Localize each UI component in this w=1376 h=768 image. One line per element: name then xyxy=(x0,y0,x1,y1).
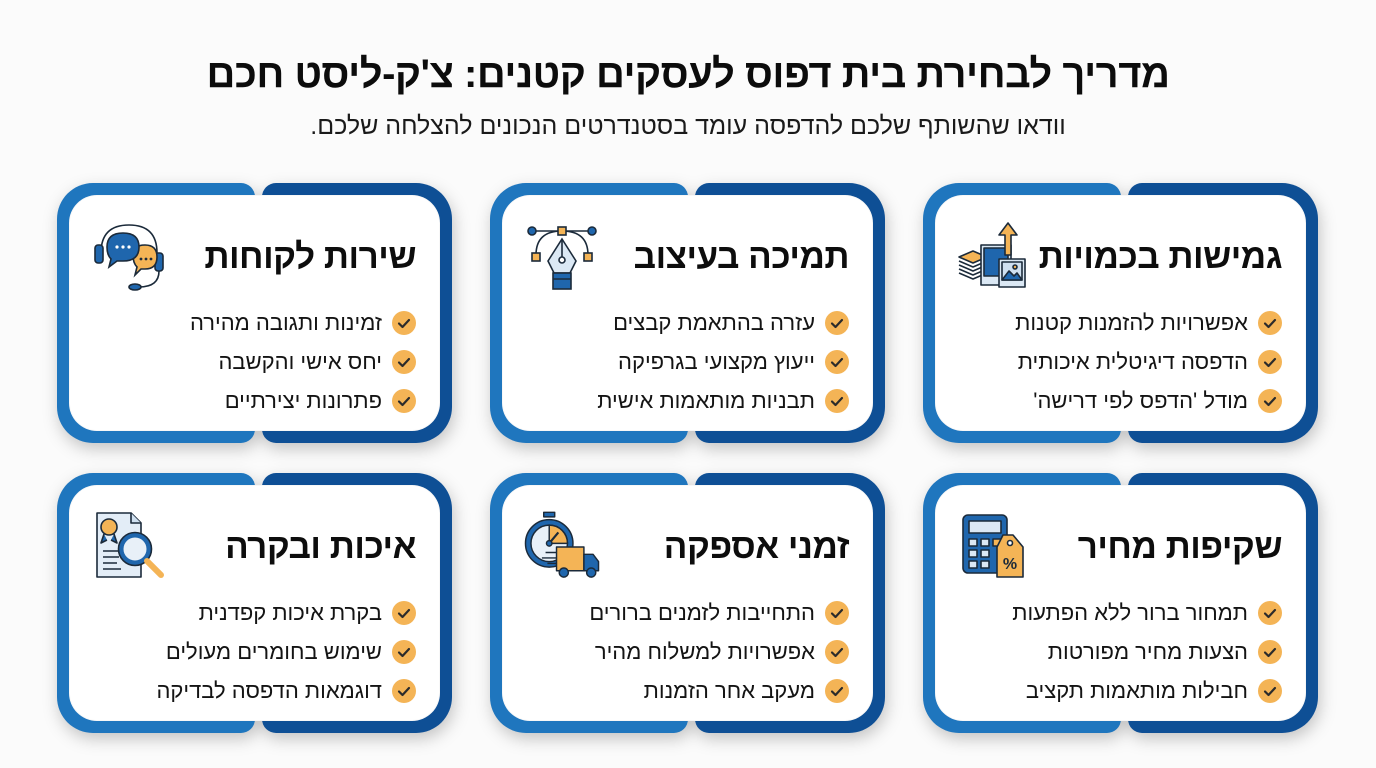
list-item-text: אפשרויות למשלוח מהיר xyxy=(594,638,815,664)
feature-list: התחייבות לזמנים ברורים אפשרויות למשלוח מ… xyxy=(520,593,849,710)
list-item: עזרה בהתאמת קבצים xyxy=(520,303,849,342)
list-item-text: פתרונות יצירתיים xyxy=(224,387,382,413)
check-icon xyxy=(392,600,416,625)
check-icon xyxy=(1258,388,1282,413)
card-title: איכות ובקרה xyxy=(225,527,416,566)
list-item: הצעות מחיר מפורטות xyxy=(953,632,1282,671)
card-quantity-flexibility: גמישות בכמויות xyxy=(923,183,1318,443)
card-quality-control: איכות ובקרה בקרת איכות קפדנית xyxy=(57,473,452,733)
check-icon xyxy=(392,388,416,413)
list-item-text: תבניות מותאמות אישית xyxy=(597,387,815,413)
list-item: אפשרויות למשלוח מהיר xyxy=(520,632,849,671)
check-icon xyxy=(825,678,849,703)
card-panel: שירות לקוחות זמינות ותגובה מהירה xyxy=(69,195,440,431)
list-item-text: תמחור ברור ללא הפתעות xyxy=(1012,599,1248,625)
check-icon xyxy=(392,639,416,664)
list-item-text: עזרה בהתאמת קבצים xyxy=(613,309,815,335)
list-item: תבניות מותאמות אישית xyxy=(520,381,849,420)
card-title: תמיכה בעיצוב xyxy=(633,237,850,276)
card-panel: שקיפות מחיר % xyxy=(935,485,1306,721)
card-design-support: תמיכה בעיצוב xyxy=(490,183,885,443)
feature-list: בקרת איכות קפדנית שימוש בחומרים מעולים ד… xyxy=(87,593,416,710)
check-icon xyxy=(1258,678,1282,703)
list-item-text: חבילות מותאמות תקציב xyxy=(1025,677,1248,703)
card-panel: גמישות בכמויות xyxy=(935,195,1306,431)
check-icon xyxy=(392,678,416,703)
list-item: פתרונות יצירתיים xyxy=(87,381,416,420)
check-icon xyxy=(825,349,849,374)
check-icon xyxy=(825,600,849,625)
svg-text:%: % xyxy=(1003,556,1017,573)
card-panel: איכות ובקרה בקרת איכות קפדנית xyxy=(69,485,440,721)
card-price-transparency: שקיפות מחיר % xyxy=(923,473,1318,733)
list-item-text: שימוש בחומרים מעולים xyxy=(165,638,382,664)
list-item: זמינות ותגובה מהירה xyxy=(87,303,416,342)
card-title: גמישות בכמויות xyxy=(1038,237,1283,276)
card-title: שקיפות מחיר xyxy=(1077,527,1283,566)
check-icon xyxy=(1258,310,1282,335)
feature-list: אפשרויות להזמנות קטנות הדפסה דיגיטלית אי… xyxy=(953,303,1282,420)
list-item: אפשרויות להזמנות קטנות xyxy=(953,303,1282,342)
feature-list: תמחור ברור ללא הפתעות הצעות מחיר מפורטות… xyxy=(953,593,1282,710)
feature-list: עזרה בהתאמת קבצים ייעוץ מקצועי בגרפיקה ת… xyxy=(520,303,849,420)
list-item-text: יחס אישי והקשבה xyxy=(218,348,382,374)
certificate-magnifier-icon xyxy=(96,512,164,578)
list-item: התחייבות לזמנים ברורים xyxy=(520,593,849,632)
page-subtitle: וודאו שהשותף שלכם להדפסה עומד בסטנדרטים … xyxy=(310,112,1066,140)
list-item: בקרת איכות קפדנית xyxy=(87,593,416,632)
print-stack-upload-icon xyxy=(958,222,1026,288)
list-item: ייעוץ מקצועי בגרפיקה xyxy=(520,342,849,381)
list-item: תמחור ברור ללא הפתעות xyxy=(953,593,1282,632)
feature-list: זמינות ותגובה מהירה יחס אישי והקשבה פתרו… xyxy=(87,303,416,420)
calculator-price-tag-icon: % xyxy=(962,514,1024,578)
headset-chat-icon xyxy=(94,224,164,291)
page-title: מדריך לבחירת בית דפוס לעסקים קטנים: צ'ק-… xyxy=(206,52,1170,96)
list-item-text: מודל 'הדפס לפי דרישה' xyxy=(1033,387,1248,413)
check-icon xyxy=(1258,600,1282,625)
list-item: שימוש בחומרים מעולים xyxy=(87,632,416,671)
list-item: חבילות מותאמות תקציב xyxy=(953,671,1282,710)
card-panel: זמני אספקה הת xyxy=(502,485,873,721)
list-item-text: הדפסה דיגיטלית איכותית xyxy=(1017,348,1248,374)
list-item-text: אפשרויות להזמנות קטנות xyxy=(1015,309,1248,335)
list-item-text: ייעוץ מקצועי בגרפיקה xyxy=(618,348,815,374)
check-icon xyxy=(392,310,416,335)
list-item: מעקב אחר הזמנות xyxy=(520,671,849,710)
pen-tool-bezier-icon xyxy=(527,226,597,290)
stopwatch-delivery-truck-icon xyxy=(524,511,600,578)
card-delivery-times: זמני אספקה הת xyxy=(490,473,885,733)
list-item: הדפסה דיגיטלית איכותית xyxy=(953,342,1282,381)
list-item-text: מעקב אחר הזמנות xyxy=(643,677,815,703)
list-item-text: התחייבות לזמנים ברורים xyxy=(589,599,815,625)
list-item: מודל 'הדפס לפי דרישה' xyxy=(953,381,1282,420)
card-title: שירות לקוחות xyxy=(204,237,416,276)
list-item-text: הצעות מחיר מפורטות xyxy=(1047,638,1248,664)
list-item-text: דוגמאות הדפסה לבדיקה xyxy=(156,677,382,703)
list-item-text: בקרת איכות קפדנית xyxy=(198,599,382,625)
card-panel: תמיכה בעיצוב xyxy=(502,195,873,431)
check-icon xyxy=(825,310,849,335)
check-icon xyxy=(825,639,849,664)
check-icon xyxy=(392,349,416,374)
check-icon xyxy=(1258,349,1282,374)
card-customer-service: שירות לקוחות זמינות ותגובה מהירה xyxy=(57,183,452,443)
list-item: דוגמאות הדפסה לבדיקה xyxy=(87,671,416,710)
list-item: יחס אישי והקשבה xyxy=(87,342,416,381)
card-title: זמני אספקה xyxy=(663,527,850,566)
list-item-text: זמינות ותגובה מהירה xyxy=(189,309,382,335)
check-icon xyxy=(825,388,849,413)
check-icon xyxy=(1258,639,1282,664)
